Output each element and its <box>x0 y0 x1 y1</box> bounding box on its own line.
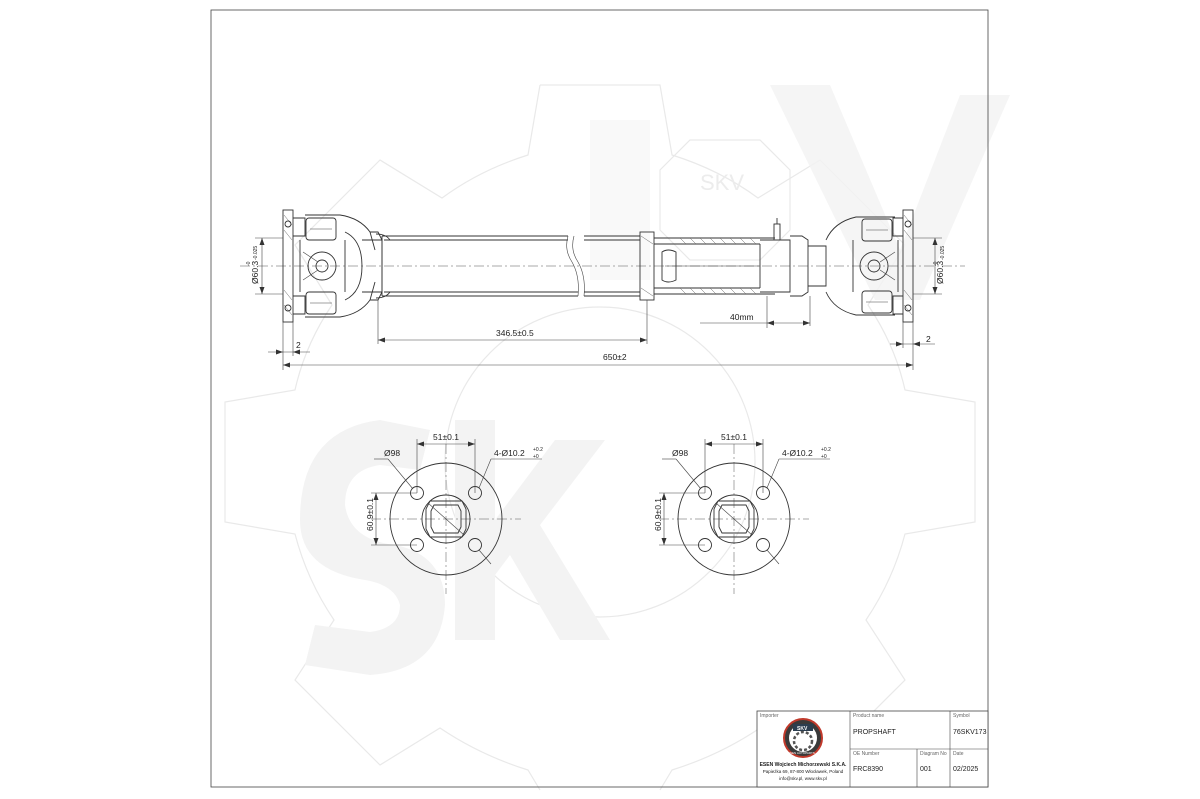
drawing-frame <box>210 9 989 788</box>
left-diameter-dimension: Ø60.3 -0 -0.025 <box>246 237 283 295</box>
bolt-spacing-label-1: 51±0.1 <box>433 432 459 442</box>
slip-joint <box>639 218 827 301</box>
slide-length-label: 40mm <box>730 312 754 322</box>
holes-tol-lower-1: +0 <box>533 454 539 460</box>
right-universal-joint <box>825 216 899 316</box>
product-name: PROPSHAFT <box>853 729 897 736</box>
watermark-hatch-letters <box>300 85 1010 675</box>
logo-subtext: ESEN AUTOPARTS <box>788 751 815 755</box>
outer-diameter-label-2: Ø98 <box>672 448 688 458</box>
center-length-dimension: 346.5±0.5 <box>378 328 647 343</box>
company-contact: info@skv.pl, www.skv.pl <box>779 776 826 781</box>
left-diameter-tol-upper: -0 <box>246 261 252 266</box>
total-length-label: 650±2 <box>603 352 627 362</box>
flange-front-view-left: 51±0.1 60.9±0.1 Ø98 4-Ø10.2 +0.2 +0 <box>365 432 543 594</box>
holes-label-2: 4-Ø10.2 <box>782 448 813 458</box>
holes-tol-upper-1: +0.2 <box>533 447 543 453</box>
right-diameter-tol-lower: -0.025 <box>940 246 946 260</box>
right-diameter-tol-upper: -0 <box>933 261 939 266</box>
bolt-spacing-label-2: 51±0.1 <box>721 432 747 442</box>
left-universal-joint <box>299 214 383 318</box>
left-diameter-label: Ø60.3 <box>250 261 260 284</box>
oe-number-label: OE Number <box>853 751 880 757</box>
right-offset-dimension: 2 <box>890 334 935 347</box>
outer-diameter-label-1: Ø98 <box>384 448 400 458</box>
total-length-dimension: 650±2 <box>283 352 913 368</box>
holes-label-1: 4-Ø10.2 <box>494 448 525 458</box>
right-offset-label: 2 <box>926 334 931 344</box>
watermark-gear: SKV <box>224 84 1010 791</box>
symbol-label: Symbol <box>953 713 970 719</box>
date-value: 02/2025 <box>953 766 978 773</box>
symbol-value: 76SKV173 <box>953 729 987 736</box>
date-label: Date <box>953 751 964 757</box>
company-name: ESEN Wojciech Michorzewski S.K.A. <box>760 762 847 768</box>
left-offset-dimension: 2 <box>268 340 310 355</box>
diagram-no-label: Diagram No <box>920 751 947 757</box>
holes-tol-upper-2: +0.2 <box>821 447 831 453</box>
right-flange <box>892 209 914 323</box>
oe-number-value: FRC8390 <box>853 766 883 773</box>
left-diameter-tol-lower: -0.025 <box>253 246 259 260</box>
right-diameter-label: Ø60.3 <box>935 261 945 284</box>
spline-hatching <box>679 237 757 295</box>
company-address: Papieżka 69, 87-800 Włocławek, Poland <box>763 769 844 774</box>
vertical-spacing-label-2: 60.9±0.1 <box>653 498 663 531</box>
shaft-tube <box>375 233 640 299</box>
vertical-spacing-label-1: 60.9±0.1 <box>365 498 375 531</box>
left-flange <box>282 209 306 323</box>
slide-length-dimension: 40mm <box>700 296 810 328</box>
product-name-label: Product name <box>853 713 884 719</box>
title-block: Importer SKV ESEN AUTOPARTS ESEN Wojciec… <box>756 710 989 788</box>
center-length-label: 346.5±0.5 <box>496 328 534 338</box>
diagram-no-value: 001 <box>920 766 932 773</box>
watermark-text: SKV <box>700 170 744 195</box>
right-diameter-dimension: Ø60.3 -0 -0.025 <box>913 237 946 295</box>
flange-front-view-right: 51±0.1 60.9±0.1 Ø98 4-Ø10.2 +0.2 +0 <box>653 432 831 594</box>
company-logo: SKV ESEN AUTOPARTS <box>783 718 823 758</box>
logo-text: SKV <box>797 726 808 732</box>
importer-label: Importer <box>760 713 779 719</box>
left-offset-label: 2 <box>296 340 301 350</box>
shaft-side-view: Ø60.3 -0 -0.025 Ø60.3 -0 -0.025 346. <box>240 209 965 370</box>
holes-tol-lower-2: +0 <box>821 454 827 460</box>
